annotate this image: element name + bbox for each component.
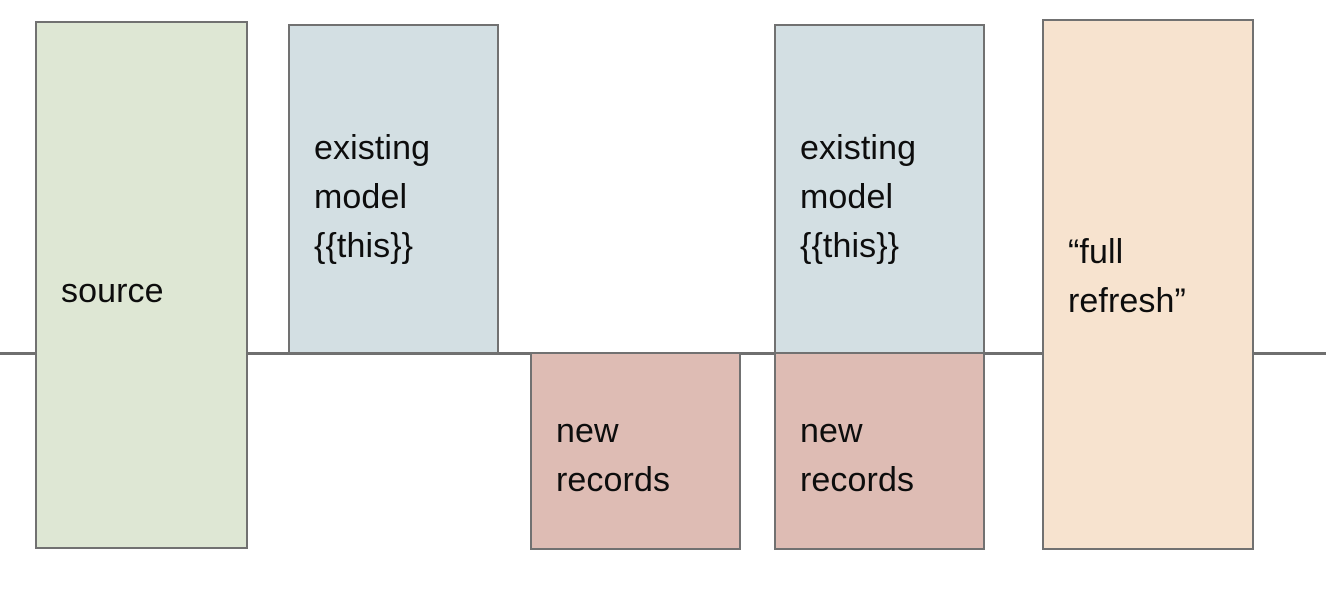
node-new-records-1[interactable]: new records	[530, 352, 741, 550]
node-existing-model-1[interactable]: existing model {{this}}	[288, 24, 499, 354]
node-new-records-2-label: new records	[800, 412, 915, 499]
node-full-refresh-label: “full refresh”	[1068, 233, 1186, 320]
node-source[interactable]: source	[35, 21, 248, 549]
node-full-refresh[interactable]: “full refresh”	[1042, 19, 1254, 550]
node-new-records-2[interactable]: new records	[774, 352, 985, 550]
node-new-records-1-label: new records	[556, 412, 671, 499]
node-source-label: source	[61, 272, 164, 310]
node-existing-model-2-label: existing model {{this}}	[800, 129, 917, 265]
node-existing-model-2[interactable]: existing model {{this}}	[774, 24, 985, 354]
node-existing-model-1-label: existing model {{this}}	[314, 129, 431, 265]
